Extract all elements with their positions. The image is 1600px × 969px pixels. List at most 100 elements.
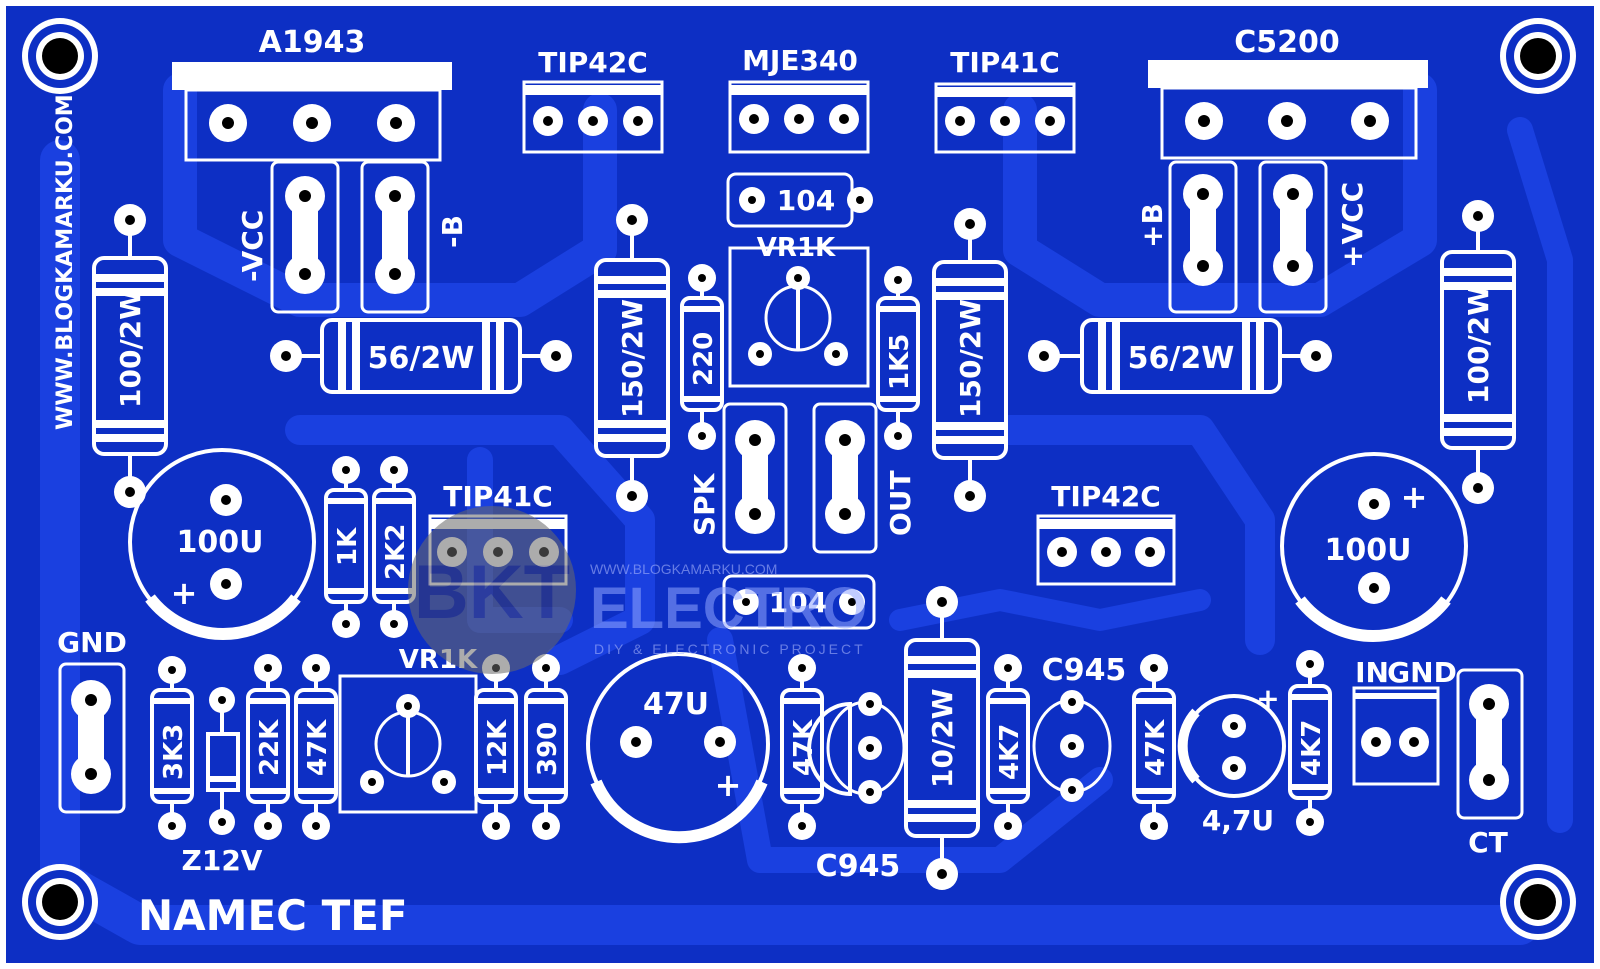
- connector-out: OUT: [812, 402, 917, 554]
- resistor-4k7-a: 4K7: [986, 654, 1030, 840]
- label-1k5: 1K5: [885, 334, 915, 390]
- label-1k: 1K: [333, 527, 363, 566]
- label-220: 220: [689, 332, 719, 386]
- label-150-2w-left: 150/2W: [616, 299, 649, 418]
- capacitor-4-7u: 4,7U +: [1177, 682, 1286, 837]
- connector-ct: CT: [1456, 668, 1524, 859]
- label-104-mid: 104: [769, 586, 827, 619]
- board-title: NAMEC TEF: [138, 891, 408, 940]
- resistor-47k-c: 47K: [1132, 654, 1176, 840]
- label-ct: CT: [1468, 826, 1508, 859]
- resistor-12k: 12K: [474, 654, 518, 840]
- label-22k: 22K: [255, 719, 285, 776]
- label-neg-vcc: -VCC: [236, 210, 269, 282]
- label-12k: 12K: [483, 719, 513, 776]
- capacitor-100u-right: 100U +: [1280, 452, 1468, 643]
- label-10-2w: 10/2W: [926, 688, 959, 788]
- resistor-2k2: 2K2: [372, 456, 416, 638]
- label-c945-left: C945: [816, 849, 901, 884]
- transistor-a1943: A1943: [172, 25, 452, 162]
- label-neg-b: -B: [436, 215, 469, 248]
- label-100u-right: 100U: [1325, 533, 1412, 568]
- label-150-2w-right: 150/2W: [954, 299, 987, 418]
- label-4k7-a: 4K7: [995, 724, 1025, 780]
- plus-sign-left: +: [171, 574, 198, 612]
- label-tip42c-mid: TIP42C: [1051, 480, 1161, 513]
- transistor-c5200: C5200: [1148, 25, 1428, 160]
- watermark-brand: ELECTRO: [590, 576, 867, 641]
- label-56-2w-right: 56/2W: [1128, 341, 1235, 376]
- label-56-2w-left: 56/2W: [368, 341, 475, 376]
- connector-neg-b: -B: [360, 160, 469, 314]
- resistor-56-2w-left: 56/2W: [270, 318, 572, 394]
- label-z12v: Z12V: [182, 844, 263, 877]
- resistor-100-2w-right: 100/2W: [1440, 200, 1516, 504]
- mounting-hole: [22, 864, 98, 940]
- mounting-hole: [1500, 864, 1576, 940]
- plus-sign-4-7u: +: [1256, 682, 1279, 715]
- resistor-390: 390: [524, 654, 568, 840]
- connector-input: IN GND: [1352, 656, 1457, 786]
- watermark-logo: BKT: [414, 550, 570, 635]
- label-47k-c: 47K: [1141, 719, 1171, 776]
- label-a1943: A1943: [259, 25, 366, 60]
- label-4-7u: 4,7U: [1202, 804, 1274, 837]
- label-spk: SPK: [688, 472, 721, 536]
- resistor-56-2w-right: 56/2W: [1028, 318, 1332, 394]
- label-2k2: 2K2: [381, 524, 411, 580]
- label-pos-vcc: +VCC: [1336, 182, 1369, 268]
- label-tip42c-top: TIP42C: [538, 46, 648, 79]
- transistor-tip41c-top: TIP41C: [934, 46, 1076, 154]
- watermark-logo-circle: [408, 506, 576, 674]
- label-100-2w-right: 100/2W: [1462, 285, 1495, 404]
- label-vr1k-top: VR1K: [757, 233, 836, 263]
- label-3k3: 3K3: [159, 724, 189, 780]
- resistor-4k7-b: 4K7: [1288, 650, 1332, 836]
- resistor-100-2w-left: 100/2W: [92, 204, 168, 508]
- label-tip41c-top: TIP41C: [950, 46, 1060, 79]
- transistor-tip42c-top: TIP42C: [522, 46, 664, 154]
- transistor-mje340: MJE340: [728, 44, 870, 154]
- label-4k7-b: 4K7: [1297, 720, 1327, 776]
- watermark: BKT ELECTRO WWW.BLOGKAMARKU.COM DIY & EL…: [408, 506, 867, 674]
- watermark-url: WWW.BLOGKAMARKU.COM: [590, 561, 777, 577]
- resistor-3k3: 3K3: [150, 656, 194, 840]
- transistor-c945-left: C945: [807, 692, 906, 884]
- zener-z12v: Z12V: [182, 687, 263, 877]
- label-mje340: MJE340: [742, 44, 858, 77]
- resistor-22k: 22K: [246, 654, 290, 840]
- label-47u: 47U: [643, 687, 709, 722]
- connector-pos-b: +B: [1136, 160, 1238, 314]
- connector-neg-vcc: -VCC: [236, 160, 340, 314]
- resistor-47k-a: 47K: [294, 654, 338, 840]
- label-pos-b: +B: [1136, 203, 1169, 248]
- capacitor-47u: 47U +: [586, 652, 770, 844]
- label-390: 390: [533, 722, 563, 776]
- label-c5200: C5200: [1234, 25, 1340, 60]
- resistor-47k-b: 47K: [780, 654, 824, 840]
- plus-sign-right: +: [1401, 478, 1428, 516]
- connector-spk: SPK: [688, 402, 788, 554]
- label-104-top: 104: [777, 184, 835, 217]
- label-out: OUT: [884, 470, 917, 536]
- website-label: WWW.BLOGKAMARKU.COM: [53, 94, 78, 430]
- resistor-1k: 1K: [324, 456, 368, 638]
- resistor-220: 220: [680, 264, 724, 450]
- label-47k-a: 47K: [303, 719, 333, 776]
- connector-pos-vcc: +VCC: [1258, 160, 1369, 314]
- resistor-150-2w-right: 150/2W: [932, 208, 1008, 512]
- label-100-2w-left: 100/2W: [114, 289, 147, 408]
- watermark-tagline: DIY & ELECTRONIC PROJECT: [594, 641, 866, 657]
- label-gnd: GND: [57, 626, 127, 659]
- label-100u-left: 100U: [177, 525, 264, 560]
- resistor-150-2w-left: 150/2W: [594, 204, 670, 512]
- resistor-10-2w: 10/2W: [904, 586, 980, 890]
- transistor-c945-right: C945: [1032, 653, 1126, 802]
- label-in-gnd: GND: [1387, 656, 1457, 689]
- capacitor-104-top: 104: [726, 172, 873, 228]
- connector-gnd: GND: [57, 626, 127, 814]
- mounting-holes: [22, 18, 1576, 940]
- capacitor-104-mid: 104: [722, 574, 876, 630]
- resistor-1k5: 1K5: [876, 266, 920, 450]
